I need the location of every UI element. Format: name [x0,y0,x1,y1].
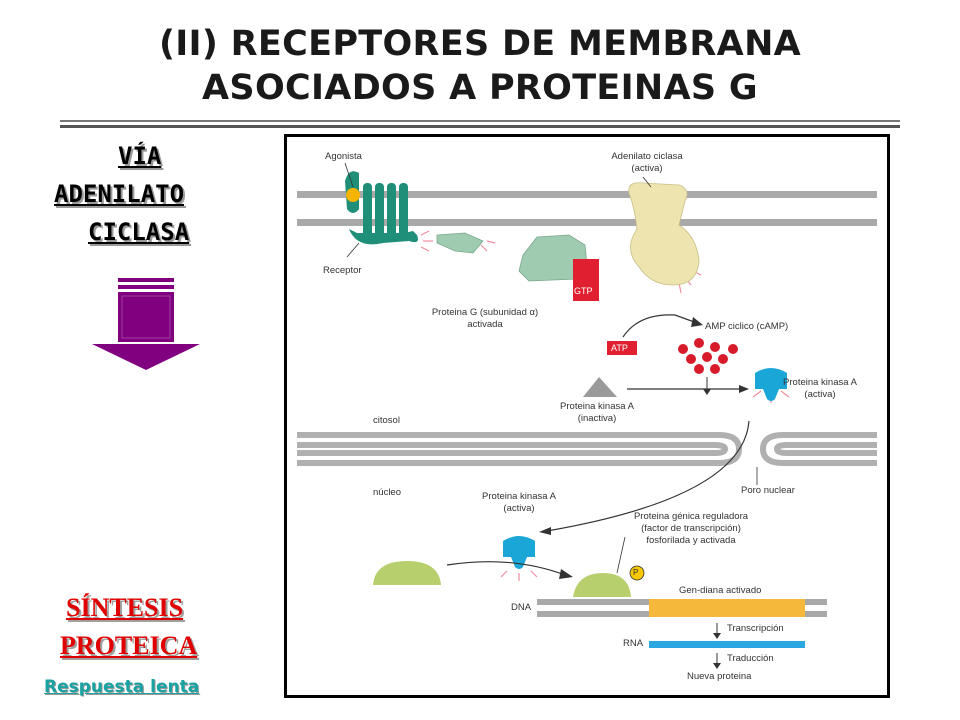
title-line-2: ASOCIADOS A PROTEINAS G [202,68,758,108]
label-agonist: Agonista [325,151,362,162]
label-nuclear-pore: Poro nuclear [741,485,795,496]
dna-strand [537,599,827,617]
phosphate-circle [629,565,645,581]
pka-active-shape [755,368,787,401]
pathway-label-ciclasa: CICLASA [88,218,190,246]
receptor-shape [345,171,418,245]
slow-response-link[interactable]: Respuesta lenta [44,677,200,697]
label-rna: RNA [623,638,644,649]
label-camp: AMP ciclico (cAMP) [705,321,789,332]
label-nucleus: núcleo [373,487,401,498]
pka-nucleus-shape [503,536,535,569]
label-dna: DNA [511,602,532,613]
result-label-sintesis: SÍNTESIS [66,593,184,622]
result-label-proteica: PROTEICA [60,631,198,660]
label-receptor: Receptor [323,265,362,276]
label-adenylate-cyclase: Adenilato ciclasa(activa) [611,151,683,174]
atp-block [607,341,637,355]
adenylate-cyclase-shape [628,182,700,286]
agonist-molecule [346,188,360,202]
down-arrow-icon [92,278,200,370]
pathway-label-adenilato: ADENILATO [54,180,185,208]
label-pka-active-nucleus: Proteina kinasa A(activa) [482,491,556,514]
plasma-membrane [297,191,877,226]
page-title: (II) RECEPTORES DE MEMBRANA ASOCIADOS A … [0,22,960,110]
label-gtp: GTP [574,286,593,296]
label-phosphate: P [633,568,639,577]
title-divider-bottom [60,125,900,128]
signaling-diagram: Agonista Receptor Adenilato ciclasa(acti… [284,134,890,698]
pathway-label-via: VÍA [118,142,162,170]
gtp-block [573,259,599,301]
label-g-protein: Proteina G (subunidad α)activada [431,307,539,330]
g-protein-subunits [436,232,588,282]
label-target-gene: Gen-diana activado [679,585,762,596]
label-new-protein: Nueva proteina [687,671,752,682]
regulator-inactive-shape [373,561,441,585]
title-line-1: (II) RECEPTORES DE MEMBRANA [158,24,802,64]
label-pka-active-cytosol: Proteina kinasa A(activa) [783,377,857,400]
label-atp: ATP [611,343,628,353]
label-pka-inactive: Proteina kinasa A(inactiva) [560,401,634,424]
nuclear-envelope [297,432,877,466]
label-regulator: Proteina génica reguladora(factor de tra… [633,511,749,546]
regulator-active-shape [573,573,631,597]
rna-strand [649,641,805,648]
pka-inactive-shape [583,377,617,397]
camp-dots [678,338,738,374]
label-transcription: Transcripción [727,623,784,634]
label-cytosol: citosol [373,415,400,426]
label-translation: Traducción [727,653,774,664]
title-divider-top [60,120,900,122]
